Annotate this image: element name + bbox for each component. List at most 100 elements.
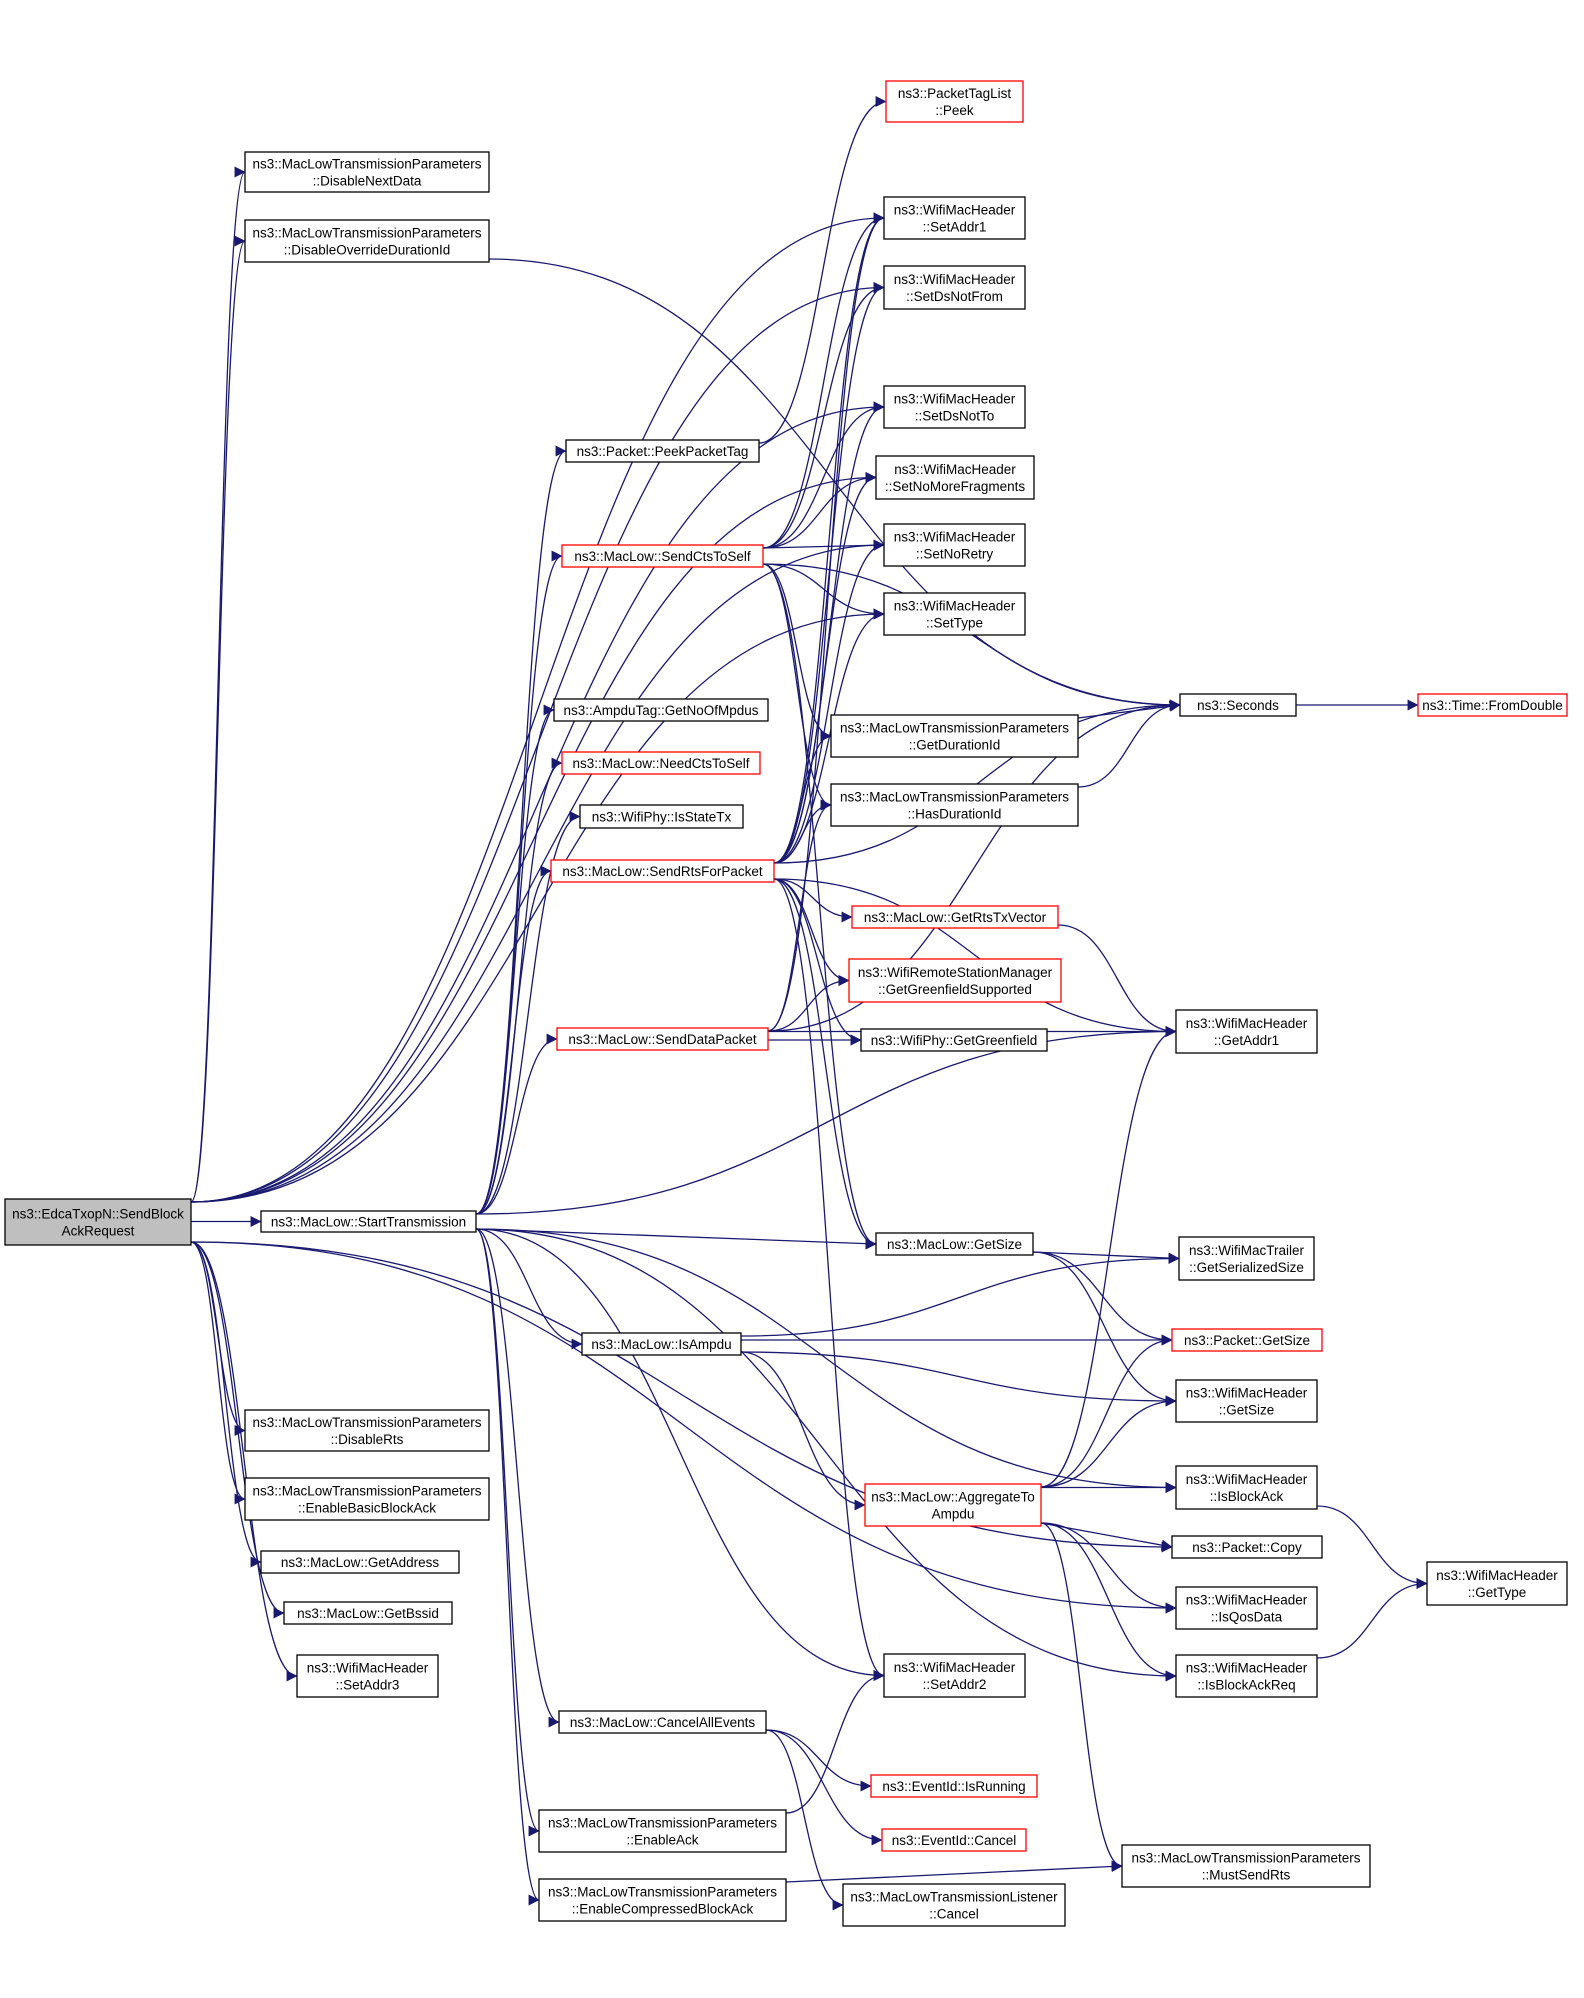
node-label: ns3::WifiMacHeader bbox=[307, 1661, 429, 1676]
node-label: ::DisableOverrideDurationId bbox=[284, 243, 451, 258]
call-edge-root-to-packet_copy bbox=[190, 1241, 1173, 1553]
node-enable-basic-block-ack[interactable]: ns3::MacLowTransmissionParameters::Enabl… bbox=[244, 1477, 490, 1521]
call-edge-send_cts_to_self-to-has_duration_id bbox=[762, 563, 832, 811]
node-disable-next-data[interactable]: ns3::MacLowTransmissionParameters::Disab… bbox=[244, 151, 490, 193]
node-box bbox=[1175, 1379, 1318, 1423]
node-is-state-tx[interactable]: ns3::WifiPhy::IsStateTx bbox=[579, 804, 744, 829]
node-send-data-packet[interactable]: ns3::MacLow::SendDataPacket bbox=[556, 1027, 769, 1051]
node-box bbox=[283, 1601, 453, 1625]
node-label: ::SetNoRetry bbox=[916, 547, 994, 562]
node-box bbox=[561, 544, 764, 568]
call-edge-aggregate_to_ampdu-to-is_block_ack_req bbox=[1040, 1522, 1177, 1682]
node-send-rts-for-packet[interactable]: ns3::MacLow::SendRtsForPacket bbox=[550, 859, 775, 883]
node-set-ds-not-to[interactable]: ns3::WifiMacHeader::SetDsNotTo bbox=[883, 385, 1026, 429]
call-edge-aggregate_to_ampdu-to-is_qos_data bbox=[1040, 1522, 1177, 1614]
node-box bbox=[830, 783, 1079, 827]
node-must-send-rts[interactable]: ns3::MacLowTransmissionParameters::MustS… bbox=[1121, 1844, 1371, 1888]
node-box bbox=[860, 1028, 1048, 1052]
node-box bbox=[881, 1828, 1027, 1852]
node-set-type[interactable]: ns3::WifiMacHeader::SetType bbox=[883, 592, 1026, 636]
node-label: ns3::MacLowTransmissionListener bbox=[850, 1890, 1058, 1905]
node-label: ::GetDurationId bbox=[909, 738, 1001, 753]
node-disable-override-duration[interactable]: ns3::MacLowTransmissionParameters::Disab… bbox=[244, 219, 490, 263]
node-peek-packet-tag[interactable]: ns3::Packet::PeekPacketTag bbox=[565, 439, 760, 463]
node-set-no-more-fragments[interactable]: ns3::WifiMacHeader::SetNoMoreFragments bbox=[875, 455, 1035, 500]
node-enable-ack[interactable]: ns3::MacLowTransmissionParameters::Enabl… bbox=[538, 1809, 787, 1853]
node-seconds[interactable]: ns3::Seconds bbox=[1179, 693, 1297, 717]
node-event-cancel[interactable]: ns3::EventId::Cancel bbox=[881, 1828, 1027, 1852]
node-has-duration-id[interactable]: ns3::MacLowTransmissionParameters::HasDu… bbox=[830, 783, 1079, 827]
node-packet-copy[interactable]: ns3::Packet::Copy bbox=[1171, 1535, 1323, 1559]
call-edge-is_block_ack-to-header_get_type bbox=[1316, 1505, 1428, 1589]
node-label: ::HasDurationId bbox=[908, 807, 1002, 822]
node-is-ampdu[interactable]: ns3::MacLow::IsAmpdu bbox=[581, 1332, 742, 1356]
node-set-ds-not-from[interactable]: ns3::WifiMacHeader::SetDsNotFrom bbox=[883, 265, 1026, 310]
node-get-greenfield-supported[interactable]: ns3::WifiRemoteStationManager::GetGreenf… bbox=[848, 958, 1062, 1003]
node-get-address[interactable]: ns3::MacLow::GetAddress bbox=[260, 1550, 460, 1574]
node-packet-tag-list-peek[interactable]: ns3::PacketTagList::Peek bbox=[885, 80, 1024, 123]
node-event-is-running[interactable]: ns3::EventId::IsRunning bbox=[870, 1774, 1038, 1798]
node-label: ns3::MacLowTransmissionParameters bbox=[252, 226, 481, 241]
node-header-get-size[interactable]: ns3::WifiMacHeader::GetSize bbox=[1175, 1379, 1318, 1423]
node-box bbox=[558, 1710, 767, 1734]
node-listener-cancel[interactable]: ns3::MacLowTransmissionListener::Cancel bbox=[842, 1883, 1066, 1927]
node-is-block-ack[interactable]: ns3::WifiMacHeader::IsBlockAck bbox=[1175, 1465, 1318, 1510]
node-label: ::Peek bbox=[935, 103, 974, 118]
call-edge-root-to-is_qos_data bbox=[190, 1241, 1177, 1614]
node-label: ns3::MacLow::GetSize bbox=[887, 1237, 1022, 1252]
call-edge-aggregate_to_ampdu-to-packet_get_size bbox=[1040, 1334, 1173, 1488]
node-label: ns3::EventId::IsRunning bbox=[882, 1779, 1025, 1794]
node-set-addr1[interactable]: ns3::WifiMacHeader::SetAddr1 bbox=[883, 196, 1026, 240]
node-need-cts-to-self[interactable]: ns3::MacLow::NeedCtsToSelf bbox=[561, 751, 761, 775]
call-edge-start_transmission-to-peek_packet_tag bbox=[475, 445, 567, 1215]
node-box bbox=[4, 1198, 192, 1246]
node-set-addr2[interactable]: ns3::WifiMacHeader::SetAddr2 bbox=[883, 1653, 1026, 1698]
node-time-from-double[interactable]: ns3::Time::FromDouble bbox=[1417, 693, 1568, 717]
call-edge-mac_low_get_size-to-header_get_size bbox=[1032, 1251, 1177, 1407]
node-label: Ampdu bbox=[932, 1507, 975, 1522]
node-get-addr1[interactable]: ns3::WifiMacHeader::GetAddr1 bbox=[1175, 1009, 1318, 1054]
node-cancel-all-events[interactable]: ns3::MacLow::CancelAllEvents bbox=[558, 1710, 767, 1734]
call-edge-aggregate_to_ampdu-to-get_addr1 bbox=[1040, 1026, 1177, 1488]
node-box bbox=[579, 804, 744, 829]
call-edge-enable_compressed_block_ack-to-must_send_rts bbox=[785, 1861, 1123, 1883]
node-get-rts-tx-vector[interactable]: ns3::MacLow::GetRtsTxVector bbox=[851, 905, 1059, 929]
node-set-addr3[interactable]: ns3::WifiMacHeader::SetAddr3 bbox=[296, 1654, 439, 1698]
node-label: ns3::Packet::Copy bbox=[1192, 1540, 1302, 1555]
node-disable-rts[interactable]: ns3::MacLowTransmissionParameters::Disab… bbox=[244, 1409, 490, 1452]
node-mac-low-get-size[interactable]: ns3::MacLow::GetSize bbox=[875, 1232, 1034, 1256]
call-edge-send_data_packet-to-seconds bbox=[767, 699, 1181, 1032]
node-get-serialized-size[interactable]: ns3::WifiMacTrailer::GetSerializedSize bbox=[1178, 1236, 1315, 1281]
node-get-duration-id[interactable]: ns3::MacLowTransmissionParameters::GetDu… bbox=[830, 714, 1079, 758]
node-box bbox=[875, 455, 1035, 500]
node-get-greenfield[interactable]: ns3::WifiPhy::GetGreenfield bbox=[860, 1028, 1048, 1052]
node-enable-compressed-block-ack[interactable]: ns3::MacLowTransmissionParameters::Enabl… bbox=[538, 1878, 787, 1922]
node-label: ns3::WifiMacHeader bbox=[894, 272, 1016, 287]
node-label: ns3::WifiMacHeader bbox=[894, 530, 1016, 545]
node-label: ::GetType bbox=[1468, 1585, 1527, 1600]
node-start-transmission[interactable]: ns3::MacLow::StartTransmission bbox=[260, 1210, 477, 1233]
call-edge-send_cts_to_self-to-set_addr1 bbox=[762, 212, 885, 549]
node-header-get-type[interactable]: ns3::WifiMacHeader::GetType bbox=[1426, 1561, 1568, 1606]
node-label: ns3::MacLow::IsAmpdu bbox=[591, 1337, 731, 1352]
call-edge-is_ampdu-to-aggregate_to_ampdu bbox=[740, 1351, 866, 1511]
call-edge-root-to-set_type bbox=[190, 608, 885, 1203]
node-get-no-of-mpdus[interactable]: ns3::AmpduTag::GetNoOfMpdus bbox=[553, 698, 769, 722]
call-edge-root-to-set_addr1 bbox=[190, 212, 885, 1203]
node-label: AckRequest bbox=[62, 1224, 135, 1239]
node-send-cts-to-self[interactable]: ns3::MacLow::SendCtsToSelf bbox=[561, 544, 764, 568]
node-label: ns3::WifiMacTrailer bbox=[1189, 1243, 1305, 1258]
node-set-no-retry[interactable]: ns3::WifiMacHeader::SetNoRetry bbox=[883, 523, 1026, 567]
node-get-bssid[interactable]: ns3::MacLow::GetBssid bbox=[283, 1601, 453, 1625]
node-label: ns3::WifiMacHeader bbox=[1436, 1568, 1558, 1583]
node-label: ::SetType bbox=[926, 616, 983, 631]
node-packet-get-size[interactable]: ns3::Packet::GetSize bbox=[1171, 1328, 1323, 1352]
call-edge-send_cts_to_self-to-set_ds_not_to bbox=[762, 401, 885, 549]
node-box bbox=[1175, 1654, 1318, 1698]
node-is-block-ack-req[interactable]: ns3::WifiMacHeader::IsBlockAckReq bbox=[1175, 1654, 1318, 1698]
node-is-qos-data[interactable]: ns3::WifiMacHeader::IsQosData bbox=[1175, 1586, 1318, 1630]
node-box bbox=[244, 1477, 490, 1521]
